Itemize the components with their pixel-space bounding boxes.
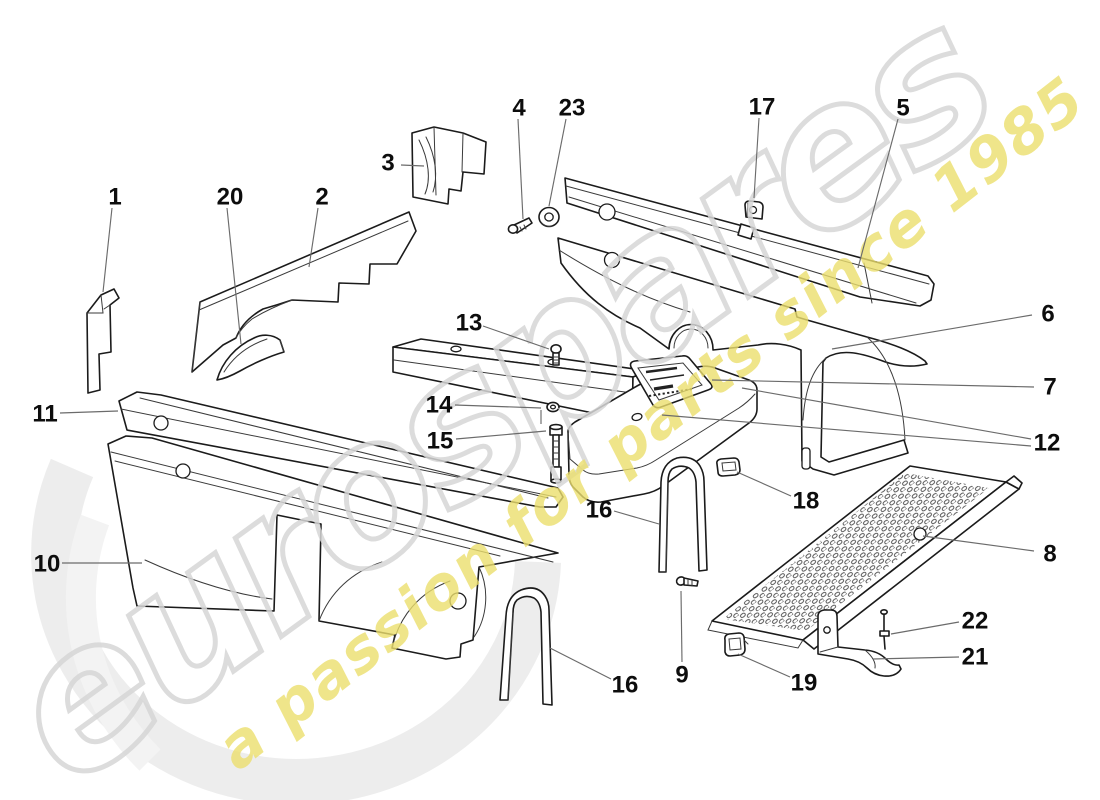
leader-line-8 [922, 535, 1035, 552]
part-15-stud-bolt-drawing [549, 423, 563, 484]
part-6-moulded-panel-drawing [557, 237, 928, 476]
leader-line-22 [890, 621, 960, 635]
leader-line-16 [613, 510, 660, 525]
part-label-10[interactable]: 10 [34, 551, 61, 578]
part-4-screw-drawing [507, 217, 533, 235]
part-label-7[interactable]: 7 [1043, 374, 1056, 401]
leader-line-23 [548, 118, 567, 207]
leader-line-3 [400, 164, 425, 167]
clip-slot [737, 223, 755, 240]
part-18-clip-drawing [716, 457, 741, 477]
leader-line-1 [102, 207, 113, 293]
part-label-14[interactable]: 14 [426, 392, 453, 419]
part-3-folded-pad-drawing [411, 126, 487, 205]
part-label-20[interactable]: 20 [217, 184, 244, 211]
part-19-clip-drawing [724, 632, 749, 657]
part-label-3[interactable]: 3 [381, 150, 394, 177]
part-label-19[interactable]: 19 [791, 670, 818, 697]
leader-line-12 [741, 387, 1032, 440]
part-17-clip-drawing [744, 200, 764, 220]
part-1-corner-bracket-drawing [86, 288, 120, 394]
part-9-screw-drawing [675, 576, 699, 587]
part-10-side-panel-drawing [107, 435, 559, 660]
part-16-upper-strap-drawing [658, 456, 708, 573]
leader-line-9 [680, 590, 683, 663]
part-label-4[interactable]: 4 [512, 95, 526, 122]
part-label-9[interactable]: 9 [675, 662, 688, 689]
part-label-2[interactable]: 2 [315, 184, 328, 211]
leader-line-2 [308, 207, 319, 268]
part-label-16[interactable]: 16 [586, 497, 613, 524]
leader-line-4 [517, 118, 524, 220]
part-label-11[interactable]: 11 [32, 401, 57, 428]
leader-line-15 [455, 430, 547, 440]
part-label-5[interactable]: 5 [896, 95, 909, 122]
part-8-perforated-shield-drawing [707, 465, 1023, 650]
part-label-16[interactable]: 16 [612, 672, 639, 699]
leader-line-11 [59, 410, 119, 414]
part-16-lower-strap-drawing [499, 587, 553, 706]
leader-line-13 [482, 325, 550, 350]
part-22-pin-drawing [879, 608, 890, 650]
part-label-15[interactable]: 15 [427, 428, 454, 455]
part-label-8[interactable]: 8 [1043, 541, 1056, 568]
leader-line-18 [736, 471, 792, 497]
part-7-label-sticker-drawing [629, 355, 713, 409]
leader-line-21 [872, 656, 960, 660]
part-14-nut-drawing [546, 401, 560, 413]
part-23-washer-drawing [538, 206, 560, 228]
leader-line-20 [226, 207, 242, 345]
leader-line-17 [753, 117, 760, 199]
part-label-22[interactable]: 22 [962, 608, 989, 635]
part-label-23[interactable]: 23 [559, 95, 586, 122]
part-label-18[interactable]: 18 [793, 488, 820, 515]
part-label-17[interactable]: 17 [749, 94, 776, 121]
watermark-swoosh [31, 458, 561, 800]
part-label-21[interactable]: 21 [962, 644, 989, 671]
leader-line-12 [661, 414, 1032, 447]
part-13-screw-drawing [550, 343, 562, 366]
leader-line-14 [454, 404, 542, 409]
leader-line-5 [857, 118, 899, 269]
part-label-13[interactable]: 13 [456, 310, 483, 337]
leader-line-6 [831, 314, 1033, 350]
leader-line-16 [549, 647, 612, 680]
part-21-bracket-drawing [817, 609, 902, 677]
part-20-crescent-pad-drawing [216, 334, 285, 381]
leader-line-7 [711, 379, 1035, 388]
part-11-sill-strip-drawing [118, 391, 564, 508]
leader-line-19 [737, 653, 791, 678]
part-5-sill-strip-drawing [564, 177, 935, 307]
part-label-12[interactable]: 12 [1034, 430, 1061, 457]
part-label-6[interactable]: 6 [1041, 301, 1054, 328]
part-label-1[interactable]: 1 [108, 184, 121, 211]
